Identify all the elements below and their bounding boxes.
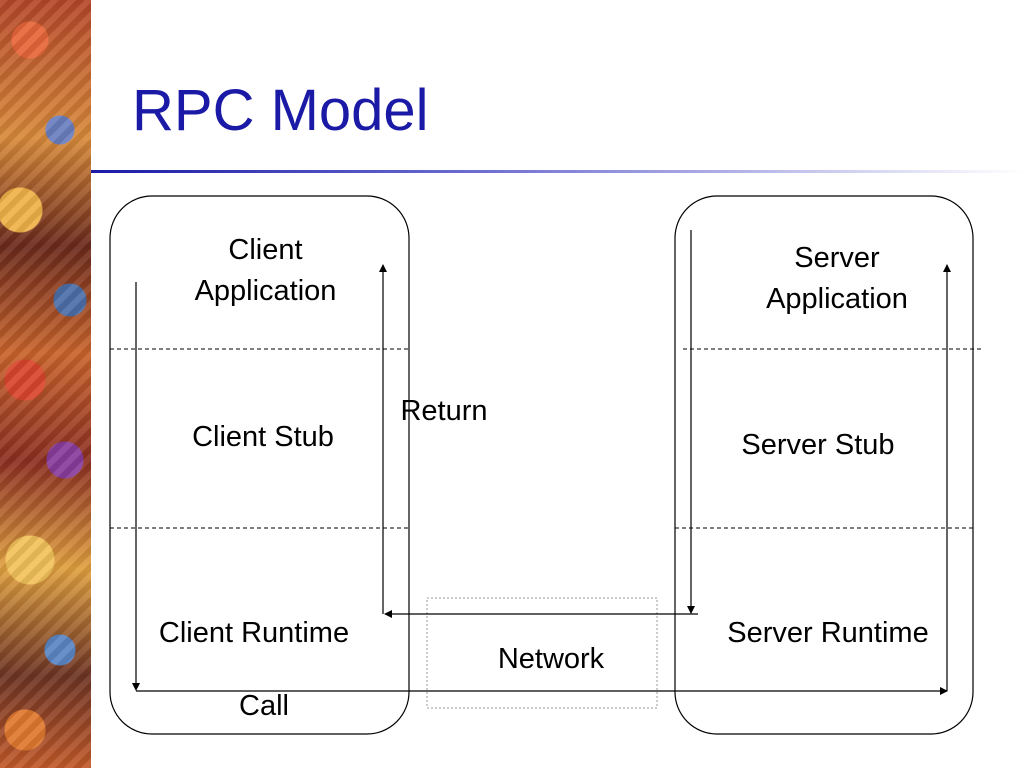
server-box [674, 195, 974, 735]
server-runtime-label: Server Runtime [727, 617, 929, 649]
client-runtime-label: Client Runtime [158, 617, 350, 649]
client-stub-label: Client Stub [192, 421, 334, 453]
return-label: Return [400, 395, 488, 427]
decorative-sidebar-art [0, 0, 91, 768]
network-label: Network [497, 643, 605, 675]
network-box [426, 597, 658, 709]
call-label: Call [239, 690, 289, 722]
client-application-label: Client Application [194, 234, 337, 307]
server-stub-label: Server Stub [741, 429, 895, 461]
server-application-label: Server Application [766, 242, 908, 315]
page-title: RPC Model [132, 78, 429, 143]
title-underline [91, 170, 1024, 173]
client-box [109, 195, 410, 735]
